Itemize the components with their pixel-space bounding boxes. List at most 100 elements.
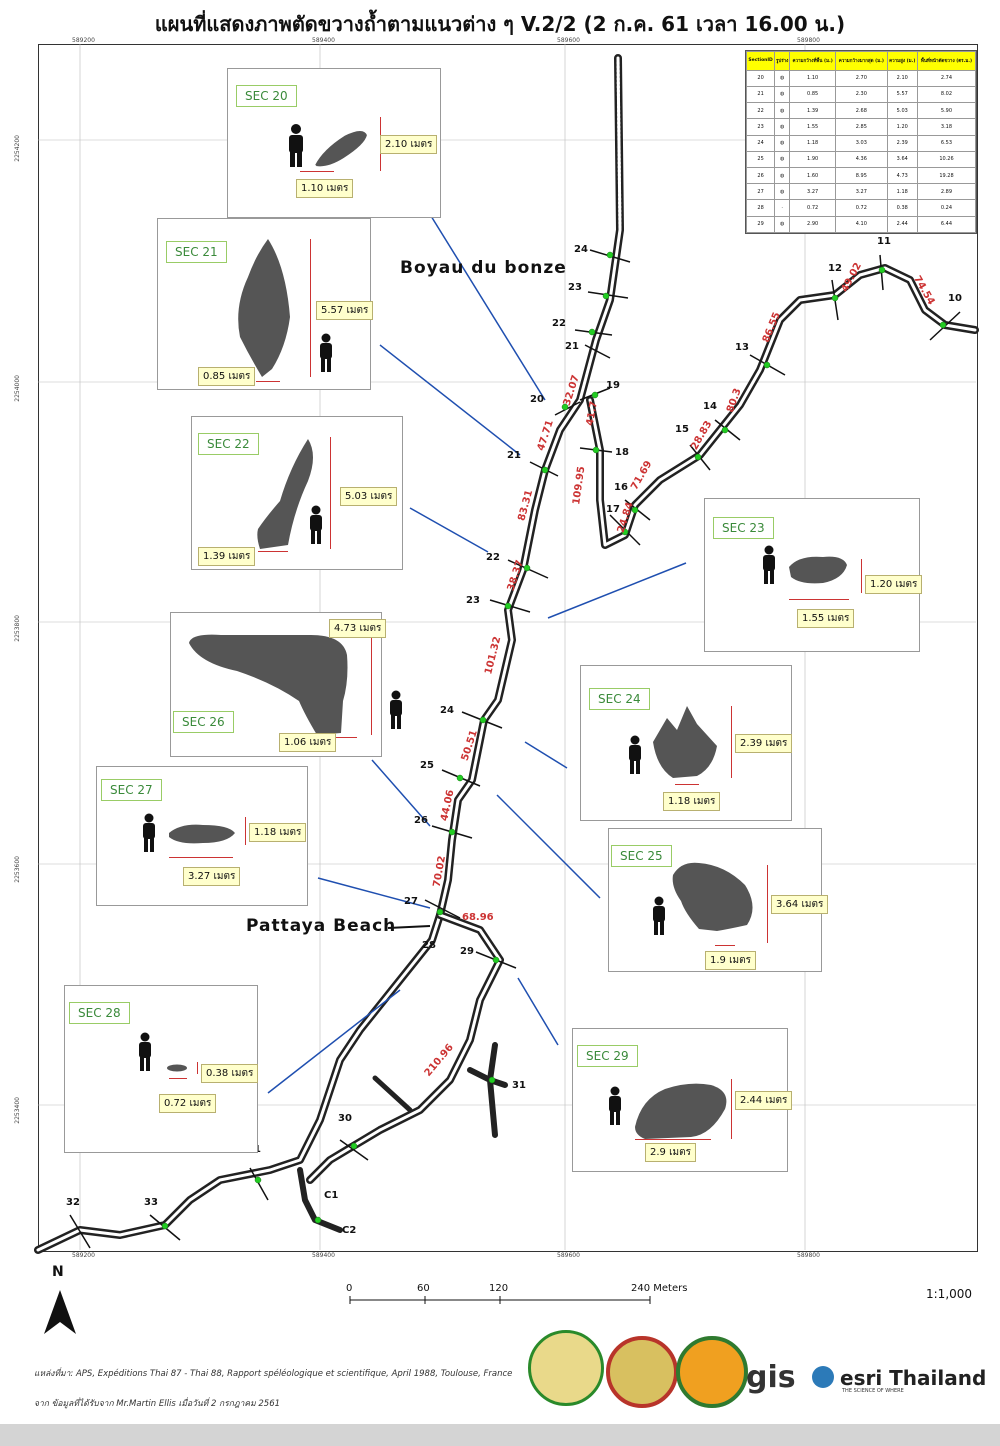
- gis-logo: gis: [746, 1360, 796, 1395]
- agency-seal-1-icon: [528, 1330, 604, 1406]
- legend-cell: 2.90: [789, 215, 837, 234]
- legend-cell: 26: [745, 166, 776, 185]
- legend-cell: 29: [745, 215, 776, 234]
- station-label: 11: [877, 236, 891, 247]
- scale-tick: 120: [489, 1283, 509, 1294]
- legend-cell: 28: [745, 199, 776, 217]
- legend-cell: 5.90: [916, 102, 977, 120]
- grid-y-label: 2253400: [14, 1097, 21, 1124]
- width-label: 0.72 เมตร: [159, 1094, 217, 1113]
- section-shape: [257, 439, 313, 549]
- scale-tick: 240 Meters: [631, 1283, 688, 1294]
- width-label: 1.18 เมตร: [663, 792, 721, 811]
- section-22-panel: SEC 22 5.03 เมตร 1.39 เมตร: [191, 416, 403, 570]
- shape-icon: ◍: [774, 118, 791, 136]
- grid-y-label: 2254000: [14, 375, 21, 402]
- legend-cell: 3.27: [789, 183, 837, 201]
- station-label: 18: [615, 447, 629, 458]
- legend-cell: 10.26: [916, 150, 977, 168]
- legend-cell: 21: [745, 85, 776, 104]
- grid-x-label: 589400: [312, 1252, 335, 1259]
- station-label: 17: [606, 504, 620, 515]
- legend-cell: 23: [745, 118, 776, 136]
- grid-x-label: 589800: [797, 37, 820, 44]
- station-label: 21: [565, 341, 579, 352]
- section-tag: SEC 29: [577, 1045, 638, 1067]
- station-label: 16: [614, 482, 628, 493]
- section-legend-table: SectionID รูปร่าง ความกว้างที่พื้น (ม.) …: [745, 50, 977, 234]
- section-tag: SEC 24: [589, 688, 650, 710]
- person-and-section: [139, 1032, 187, 1072]
- legend-header: ความกว้างที่พื้น (ม.): [789, 51, 837, 71]
- s31-side: [372, 1075, 413, 1113]
- section-24-panel: SEC 24 2.39 เมตร 1.18 เมตร: [580, 665, 793, 821]
- legend-cell: 2.74: [916, 69, 977, 87]
- shape-icon: ◍: [774, 69, 791, 87]
- section-20-panel: SEC 20 2.10 เมตร 1.10 เมตร: [227, 68, 441, 218]
- person-icon: [320, 333, 332, 372]
- bottom-bar: [0, 1424, 1000, 1446]
- place-boyau-du-bonze: Boyau du bonze: [400, 258, 567, 278]
- station-label: 29: [460, 946, 474, 957]
- height-label: 5.03 เมตร: [340, 487, 398, 506]
- legend-cell: 24: [745, 134, 776, 152]
- legend-cell: 27: [745, 183, 776, 201]
- legend-cell: 8.02: [916, 85, 977, 104]
- legend-cell: 1.18: [886, 183, 918, 201]
- grid-x-label: 589400: [312, 37, 335, 44]
- north-label: N: [52, 1264, 64, 1280]
- station-label: 20: [530, 394, 544, 405]
- legend-cell: 3.03: [835, 134, 888, 152]
- legend-cell: 1.55: [789, 118, 837, 136]
- legend-cell: 22: [745, 102, 776, 120]
- width-label: 1.9 เมตร: [705, 951, 756, 970]
- legend-header: ความสูง (ม.): [886, 51, 918, 71]
- legend-cell: 1.20: [886, 118, 918, 136]
- height-label: 2.44 เมตร: [735, 1091, 793, 1110]
- legend-cell: 4.10: [835, 215, 888, 234]
- legend-cell: 25: [745, 150, 776, 168]
- legend-cell: 0.38: [886, 199, 918, 217]
- station-label: 13: [735, 342, 749, 353]
- legend-cell: 2.44: [886, 215, 918, 234]
- legend-cell: 20: [745, 69, 776, 87]
- legend-cell: 19.28: [916, 166, 977, 185]
- section-26-panel: SEC 26 4.73 เมตร 1.06 เมตร: [170, 612, 387, 757]
- grid-y-label: 2253800: [14, 615, 21, 642]
- person-and-section: [609, 1083, 727, 1139]
- station-label: C2: [342, 1225, 357, 1236]
- data-credit: จาก ข้อมูลที่ได้รับจาก Mr.Martin Ellis เ…: [34, 1399, 281, 1409]
- person-icon: [310, 505, 322, 544]
- station-label: 24: [574, 244, 588, 255]
- section-tag: SEC 20: [236, 85, 297, 107]
- place-pattaya-beach: Pattaya Beach: [246, 916, 397, 936]
- width-label: 1.39 เมตร: [198, 547, 256, 566]
- distance-label: 68.96: [462, 912, 494, 923]
- esri-tagline: THE SCIENCE OF WHERE: [842, 1388, 904, 1394]
- shape-icon: ◍: [774, 183, 791, 201]
- c-branch: [297, 1167, 343, 1233]
- section-tag: SEC 22: [198, 433, 259, 455]
- legend-cell: 1.60: [789, 166, 837, 185]
- section-29-panel: SEC 29 2.44 เมตร 2.9 เมตร: [572, 1028, 793, 1172]
- legend-header: รูปร่าง: [774, 51, 791, 71]
- legend-cell: 2.30: [835, 85, 888, 104]
- scale-tick: 60: [417, 1283, 430, 1294]
- legend-cell: 0.72: [789, 199, 837, 217]
- shape-icon: ◍: [774, 215, 791, 234]
- person-icon: [390, 690, 402, 729]
- width-label: 0.85 เมตร: [198, 367, 256, 386]
- legend-cell: 0.85: [789, 85, 837, 104]
- station-label: C1: [324, 1190, 339, 1201]
- station-label: 23: [466, 595, 480, 606]
- legend-cell: 3.64: [886, 150, 918, 168]
- section-tag: SEC 25: [611, 845, 672, 867]
- station-label: 22: [486, 552, 500, 563]
- grid-y-label: 2253600: [14, 856, 21, 883]
- station-label: 21: [507, 450, 521, 461]
- esri-globe-icon: [812, 1366, 834, 1388]
- height-label: 1.18 เมตร: [249, 823, 307, 842]
- legend-cell: 2.89: [916, 183, 977, 201]
- legend-header: SectionID: [745, 51, 776, 71]
- map-title: แผนที่แสดงภาพตัดขวางถ้ำตามแนวต่าง ๆ V.2/…: [154, 12, 846, 36]
